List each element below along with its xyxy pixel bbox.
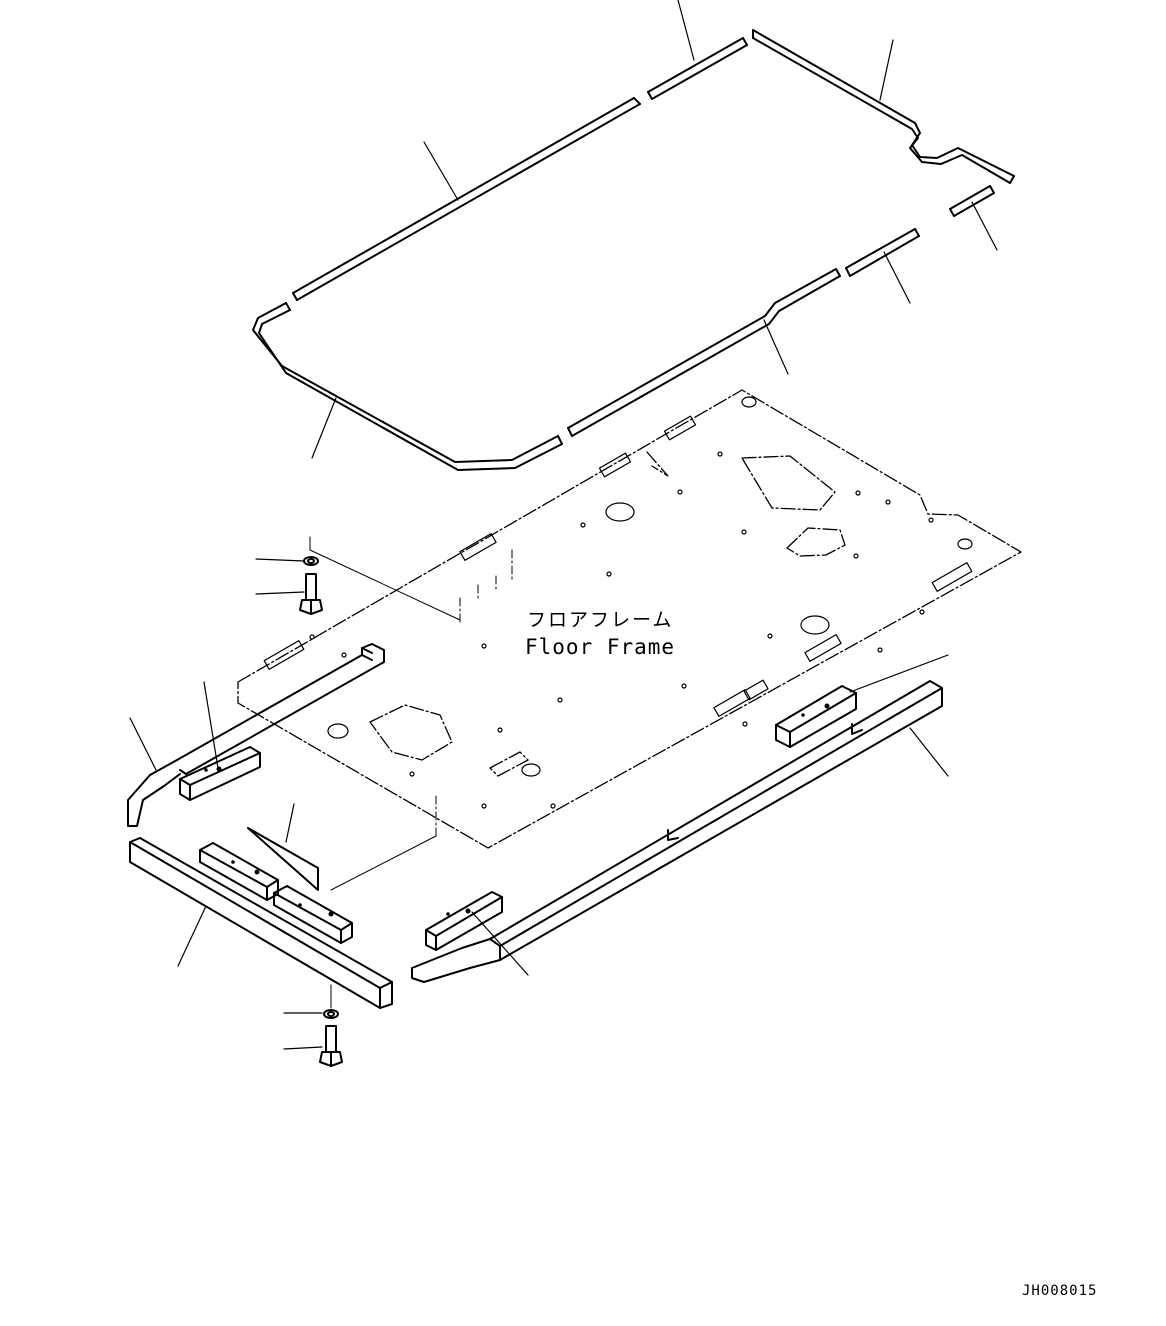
assembly-guide-lines (309, 536, 513, 1009)
upper-washer (303, 556, 319, 566)
left-spacer-block (179, 746, 261, 801)
part-label-japanese: フロアフレーム (527, 609, 673, 631)
lower-bolt (319, 1025, 343, 1067)
drawing-code: JH008015 (1022, 1283, 1097, 1299)
right-rail (411, 680, 943, 983)
seal-strip-right-bent (752, 29, 1015, 184)
frame-brackets (263, 415, 973, 717)
left-rail (127, 643, 385, 827)
seal-strip-left-bent (252, 302, 563, 471)
front-beam (129, 837, 393, 1009)
right-rail-inner (667, 723, 863, 841)
seal-strip-left-long (292, 97, 641, 301)
part-label-english: Floor Frame (525, 635, 675, 659)
seal-strip-right-short (845, 228, 920, 277)
frame-holes (309, 396, 973, 809)
right-spacer-blocks (425, 685, 857, 951)
front-spacer-blocks (199, 827, 353, 944)
floor-frame-outline (237, 389, 1022, 849)
seal-strip-top-short (647, 37, 748, 100)
seal-strip-corner-small (949, 185, 995, 217)
block-hole-dots (204, 703, 830, 917)
upper-bolt (299, 573, 323, 615)
leader-lines (129, 0, 998, 1050)
lower-washer (323, 1009, 339, 1019)
seal-strip-bottom-right (567, 268, 841, 437)
